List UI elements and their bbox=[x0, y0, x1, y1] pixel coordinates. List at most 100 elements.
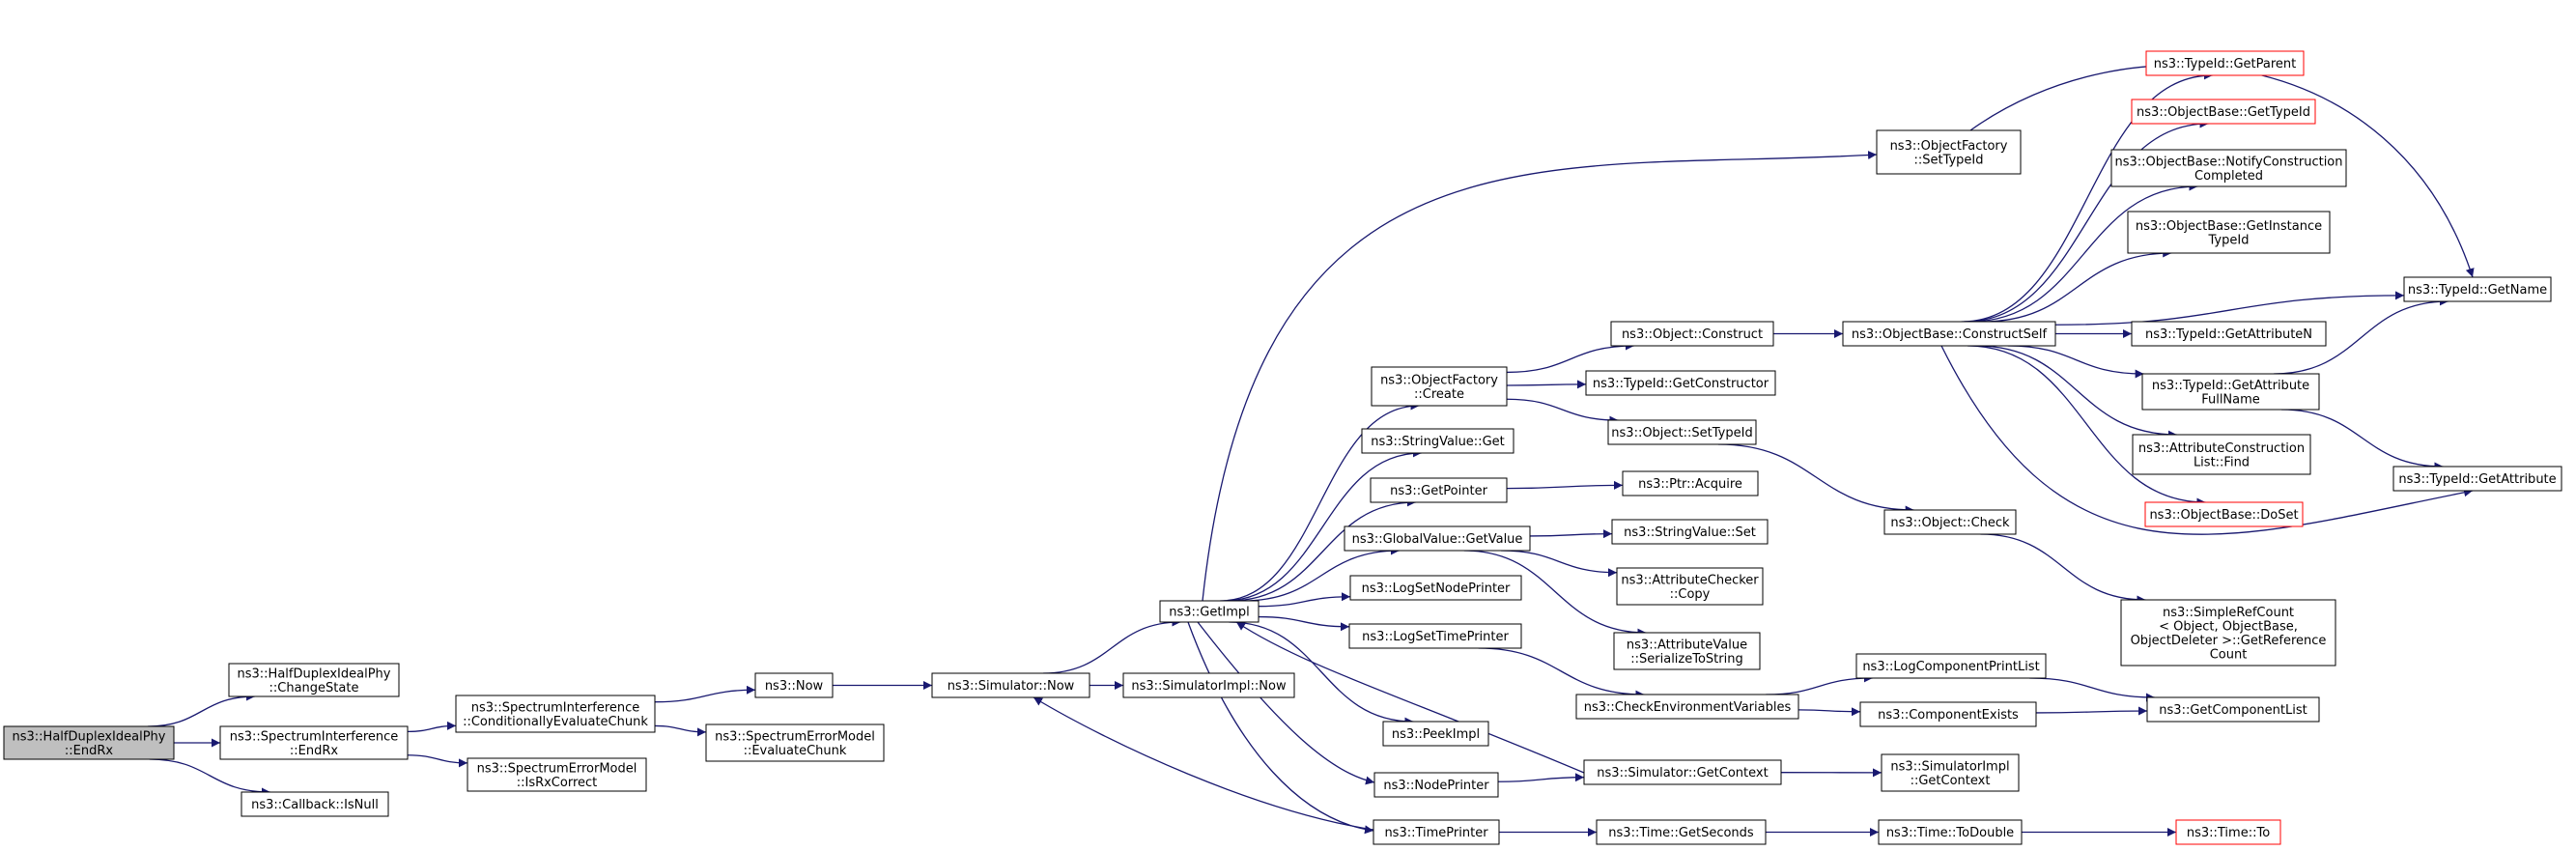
node-label: ns3::SimulatorImpl::Now bbox=[1131, 679, 1287, 694]
edge-n2-to-n5 bbox=[407, 754, 468, 768]
graph-node-n31[interactable]: ns3::ObjectBase::ConstructSelf bbox=[1842, 321, 2056, 347]
node-label: ns3::SpectrumErrorModel bbox=[477, 761, 637, 776]
node-label: ns3::TypeId::GetParent bbox=[2154, 57, 2297, 71]
node-box bbox=[1371, 366, 1508, 407]
node-label: ns3::Simulator::GetContext bbox=[1597, 766, 1768, 780]
graph-node-n39[interactable]: ns3::ObjectBase::NotifyConstructionCompl… bbox=[2110, 149, 2347, 187]
graph-node-n15[interactable]: ns3::GlobalValue::GetValue bbox=[1344, 525, 1531, 552]
graph-node-n8[interactable]: ns3::Simulator::Now bbox=[931, 672, 1090, 698]
edge-n33-to-n46 bbox=[2029, 677, 2155, 702]
graph-node-n46[interactable]: ns3::GetComponentList bbox=[2146, 696, 2320, 723]
node-label: ns3::NodePrinter bbox=[1383, 779, 1489, 793]
node-box bbox=[1881, 753, 2020, 792]
graph-node-n27[interactable]: ns3::AttributeValue::SerializeToString bbox=[1613, 632, 1761, 670]
edge-n12-to-n23 bbox=[1506, 398, 1619, 425]
graph-node-n7[interactable]: ns3::SpectrumErrorModel::EvaluateChunk bbox=[705, 723, 885, 762]
node-label: ::EndRx bbox=[290, 744, 338, 758]
node-label: ObjectDeleter >::GetReference bbox=[2131, 634, 2327, 648]
node-label: ns3::ObjectFactory bbox=[1890, 139, 2008, 154]
edge-n31-to-n49 bbox=[1940, 345, 2474, 535]
graph-node-n16[interactable]: ns3::LogSetNodePrinter bbox=[1349, 575, 1522, 601]
graph-node-n26[interactable]: ns3::AttributeChecker::Copy bbox=[1616, 567, 1764, 606]
edge-n10-to-n12 bbox=[1220, 401, 1420, 602]
edge-n15-to-n25 bbox=[1529, 529, 1613, 539]
node-label: ns3::Callback::IsNull bbox=[251, 798, 379, 812]
node-label: ns3::ObjectBase::GetInstance bbox=[2136, 219, 2322, 234]
node-box bbox=[467, 757, 647, 792]
graph-node-n2[interactable]: ns3::SpectrumInterference::EndRx bbox=[219, 725, 409, 760]
node-box bbox=[1370, 477, 1508, 503]
node-label: ns3::AttributeChecker bbox=[1621, 573, 1759, 587]
node-box bbox=[2175, 819, 2281, 845]
graph-node-n22[interactable]: ns3::TypeId::GetConstructor bbox=[1585, 370, 1776, 396]
graph-node-n4[interactable]: ns3::SpectrumInterference::Conditionally… bbox=[455, 695, 656, 733]
node-label: < Object, ObjectBase, bbox=[2159, 619, 2298, 634]
node-label: ns3::ObjectBase::DoSet bbox=[2149, 508, 2298, 523]
graph-node-n45[interactable]: ns3::SimpleRefCount< Object, ObjectBase,… bbox=[2120, 599, 2336, 667]
edge-n31-to-n42 bbox=[2007, 345, 2144, 379]
graph-node-n33[interactable]: ns3::LogComponentPrintList bbox=[1855, 653, 2047, 679]
graph-node-n36[interactable]: ns3::Time::ToDouble bbox=[1878, 819, 2023, 845]
node-box bbox=[931, 672, 1090, 698]
graph-node-n14[interactable]: ns3::GetPointer bbox=[1370, 477, 1508, 503]
edge-n0-to-n3 bbox=[149, 758, 270, 797]
graph-node-n23[interactable]: ns3::Object::SetTypeId bbox=[1607, 419, 1757, 445]
graph-node-n29[interactable]: ns3::Simulator::GetContext bbox=[1583, 759, 1782, 785]
graph-node-n24[interactable]: ns3::Ptr::Acquire bbox=[1622, 470, 1759, 496]
graph-node-n6[interactable]: ns3::Now bbox=[754, 672, 834, 698]
graph-node-n21[interactable]: ns3::Object::Construct bbox=[1610, 321, 1774, 347]
graph-node-n10[interactable]: ns3::GetImpl bbox=[1159, 600, 1260, 623]
node-label: FullName bbox=[2201, 392, 2260, 407]
graph-node-n3[interactable]: ns3::Callback::IsNull bbox=[241, 791, 389, 817]
node-box bbox=[2145, 50, 2305, 76]
graph-node-n41[interactable]: ns3::TypeId::GetAttributeN bbox=[2131, 321, 2327, 347]
node-label: ns3::Simulator::Now bbox=[948, 679, 1075, 694]
node-label: ns3::SpectrumInterference bbox=[230, 729, 399, 744]
edge-n31-to-n39 bbox=[1969, 182, 2198, 323]
graph-node-n28[interactable]: ns3::CheckEnvironmentVariables bbox=[1575, 694, 1799, 720]
graph-node-n32[interactable]: ns3::Object::Check bbox=[1883, 509, 2017, 535]
graph-node-n25[interactable]: ns3::StringValue::Set bbox=[1611, 519, 1769, 545]
graph-node-n49[interactable]: ns3::TypeId::GetAttribute bbox=[2392, 466, 2562, 492]
node-label: ns3::Time::To bbox=[2187, 826, 2270, 840]
edge-n0-to-n1 bbox=[147, 692, 256, 727]
edge-n42-to-n49 bbox=[2281, 409, 2444, 471]
edge-layer bbox=[147, 64, 2475, 837]
graph-node-n5[interactable]: ns3::SpectrumErrorModel::IsRxCorrect bbox=[467, 757, 647, 792]
graph-node-n19[interactable]: ns3::NodePrinter bbox=[1373, 772, 1499, 798]
node-box bbox=[2120, 599, 2336, 667]
node-label: ns3::GetPointer bbox=[1390, 484, 1487, 498]
node-label: ns3::LogComponentPrintList bbox=[1862, 660, 2039, 674]
node-box bbox=[1842, 321, 2056, 347]
node-box bbox=[1361, 428, 1514, 454]
graph-node-n38[interactable]: ns3::ObjectBase::GetTypeId bbox=[2131, 99, 2316, 125]
graph-node-n13[interactable]: ns3::StringValue::Get bbox=[1361, 428, 1514, 454]
graph-node-n44[interactable]: ns3::ObjectBase::DoSet bbox=[2144, 501, 2304, 527]
graph-node-n30[interactable]: ns3::Time::GetSeconds bbox=[1596, 819, 1767, 845]
edge-n20-to-n8 bbox=[1033, 696, 1374, 831]
graph-node-n11[interactable]: ns3::ObjectFactory::SetTypeId bbox=[1876, 129, 2022, 175]
node-box bbox=[1373, 772, 1499, 798]
edge-n4-to-n6 bbox=[654, 685, 756, 703]
graph-node-n48[interactable]: ns3::TypeId::GetName bbox=[2403, 276, 2552, 302]
node-label: ns3::TypeId::GetConstructor bbox=[1593, 377, 1769, 391]
edge-n12-to-n21 bbox=[1506, 341, 1634, 374]
graph-node-n47[interactable]: ns3::Time::To bbox=[2175, 819, 2281, 845]
graph-node-n12[interactable]: ns3::ObjectFactory::Create bbox=[1371, 366, 1508, 407]
graph-node-n9[interactable]: ns3::SimulatorImpl::Now bbox=[1122, 672, 1295, 698]
graph-node-n20[interactable]: ns3::TimePrinter bbox=[1373, 819, 1500, 845]
graph-node-n34[interactable]: ns3::ComponentExists bbox=[1859, 701, 2037, 727]
edge-n10-to-n20 bbox=[1187, 621, 1374, 835]
node-box bbox=[1583, 759, 1782, 785]
graph-node-n35[interactable]: ns3::SimulatorImpl::GetContext bbox=[1881, 753, 2020, 792]
graph-node-n17[interactable]: ns3::LogSetTimePrinter bbox=[1348, 623, 1522, 649]
node-box bbox=[2131, 99, 2316, 125]
graph-node-n18[interactable]: ns3::PeekImpl bbox=[1382, 721, 1489, 747]
graph-node-n37[interactable]: ns3::TypeId::GetParent bbox=[2145, 50, 2305, 76]
edge-n28-to-n33 bbox=[1766, 673, 1873, 695]
edge-n29-to-n10 bbox=[1235, 621, 1585, 774]
graph-node-n1[interactable]: ns3::HalfDuplexIdealPhy::ChangeState bbox=[228, 663, 400, 697]
